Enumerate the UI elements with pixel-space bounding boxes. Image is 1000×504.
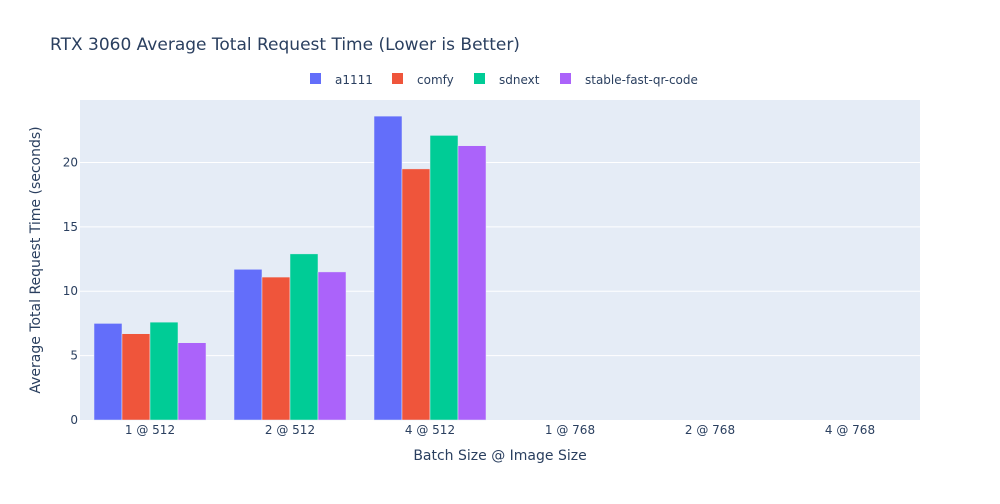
bar-a1111-2 [373, 115, 403, 421]
y-tick-label: 5 [70, 349, 78, 363]
x-tick-label: 4 @ 512 [405, 423, 455, 437]
chart-title: RTX 3060 Average Total Request Time (Low… [50, 35, 520, 55]
x-tick-label: 1 @ 512 [125, 423, 175, 437]
legend-swatch [310, 73, 321, 84]
legend-label: sdnext [499, 73, 540, 87]
legend-item-stable-fast-qr-code[interactable]: stable-fast-qr-code [560, 73, 698, 87]
legend-item-a1111[interactable]: a1111 [310, 73, 373, 87]
y-tick-label: 15 [63, 220, 78, 234]
x-axis-title: Batch Size @ Image Size [413, 448, 586, 464]
x-tick-label: 2 @ 768 [685, 423, 735, 437]
legend-label: stable-fast-qr-code [585, 73, 698, 87]
plot-area [80, 100, 920, 420]
y-tick-label: 20 [63, 155, 78, 169]
legend: a1111 comfy sdnext stable-fast-qr-code [310, 73, 698, 87]
x-tick-label: 4 @ 768 [825, 423, 875, 437]
bar-stable-fast-qr-code-2 [457, 145, 487, 421]
bar-comfy-0 [121, 333, 151, 421]
legend-swatch [474, 73, 485, 84]
bar-stable-fast-qr-code-1 [317, 271, 347, 421]
bar-a1111-1 [233, 269, 263, 421]
x-tick-label: 1 @ 768 [545, 423, 595, 437]
bar-comfy-2 [401, 168, 431, 421]
bar-stable-fast-qr-code-0 [177, 342, 207, 421]
y-axis-ticks: 0 5 10 15 20 [63, 155, 78, 427]
gridlines [80, 161, 920, 357]
y-tick-label: 10 [63, 284, 78, 298]
bars [93, 115, 487, 421]
bar-sdnext-0 [149, 321, 179, 421]
legend-item-comfy[interactable]: comfy [392, 73, 454, 87]
bar-a1111-0 [93, 323, 123, 421]
legend-swatch [560, 73, 571, 84]
legend-label: a1111 [335, 73, 373, 87]
legend-item-sdnext[interactable]: sdnext [474, 73, 540, 87]
x-axis-ticks: 1 @ 512 2 @ 512 4 @ 512 1 @ 768 2 @ 768 4 @ 7… [125, 423, 875, 437]
legend-label: comfy [417, 73, 454, 87]
bar-comfy-1 [261, 276, 291, 421]
y-axis-title: Average Total Request Time (seconds) [28, 126, 44, 393]
x-tick-label: 2 @ 512 [265, 423, 315, 437]
legend-swatch [392, 73, 403, 84]
bar-sdnext-2 [429, 135, 459, 421]
y-tick-label: 0 [70, 413, 78, 427]
bar-sdnext-1 [289, 253, 319, 421]
